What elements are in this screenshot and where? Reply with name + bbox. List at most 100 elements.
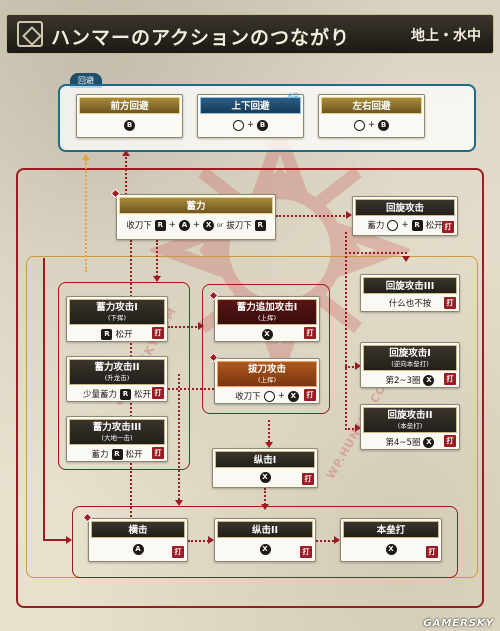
x-button-icon: X: [203, 219, 215, 231]
underwater-note: 水中: [286, 93, 299, 100]
strike-badge: 打: [444, 297, 456, 309]
front-evade-card: 前方回避 B: [76, 94, 183, 138]
subtitle: (升龙击): [104, 374, 130, 382]
spin-attack-3-card: 回旋攻击III 什么也不按 打: [360, 274, 460, 312]
charge-down-link: [156, 240, 158, 280]
side-vert2-link: [188, 540, 212, 542]
c2-add-link: [168, 388, 214, 390]
spin-attack-title: 回旋攻击: [355, 199, 455, 216]
plus-sign: +: [168, 220, 176, 230]
arrow-right-icon: [346, 211, 352, 219]
arrow-up-icon: [122, 150, 130, 156]
r-button-icon: R: [111, 448, 123, 460]
charge-followup-card: 蓄力追加攻击I(上挥) X 打: [214, 296, 320, 342]
spin1-link: [345, 366, 357, 368]
spin2-link: [345, 428, 357, 430]
charge-title: 蓄力: [119, 197, 273, 214]
no-input-label: 什么也不按: [388, 299, 432, 309]
subtitle: (大地一击): [101, 434, 133, 442]
title-text: 蓄力攻击I: [96, 302, 138, 313]
left-stick-icon: [387, 219, 399, 231]
leftright-evade-title: 左右回避: [321, 97, 422, 114]
arrow-down-icon: [261, 504, 269, 510]
release-label: 松开: [125, 450, 143, 460]
homerun-title: 本垒打: [343, 521, 439, 538]
x-button-icon: X: [259, 471, 271, 483]
spin-attack-2-card: 回旋攻击II(本垒打) 第4~5圈 X 打: [360, 404, 460, 450]
subtitle: (下挥): [107, 314, 127, 322]
plus-sign: +: [192, 220, 201, 230]
subtitle: (逆向本垒打): [391, 360, 429, 368]
plus-sign: +: [277, 391, 285, 401]
release-label: 松开: [134, 390, 152, 400]
vert2-homerun-link: [316, 540, 338, 542]
charge-attack-group: [58, 282, 190, 470]
x-button-icon: X: [259, 543, 271, 555]
title-text: 回旋攻击II: [387, 410, 433, 421]
x-button-icon: X: [423, 374, 435, 386]
vertical-1-title: 纵击I: [215, 451, 315, 468]
plus-sign: +: [367, 120, 376, 130]
arrow-up-icon: [82, 154, 90, 160]
subtitle: (上挥): [257, 376, 277, 384]
site-footer-logo: GAMERSKY: [423, 618, 494, 629]
front-evade-title: 前方回避: [79, 97, 180, 114]
charge-attack-2-card: 蓄力攻击II(升龙击) 少量蓄力 R 松开 打: [66, 356, 168, 402]
charge-attack-3-title: 蓄力攻击III(大地一击): [69, 419, 165, 445]
ground-combo-frame: [16, 168, 484, 608]
left-stick-icon: [232, 119, 244, 131]
charge-evade-link: [125, 154, 127, 198]
x-button-icon: X: [287, 390, 299, 402]
a-button-icon: A: [132, 543, 144, 555]
title-text: 蓄力追加攻击I: [236, 302, 298, 313]
strike-badge: 打: [304, 389, 316, 401]
a-button-icon: A: [178, 219, 190, 231]
arrow-right-icon: [355, 362, 361, 370]
strike-badge: 打: [172, 546, 184, 558]
x-button-icon: X: [261, 328, 273, 340]
charge-followup-title: 蓄力追加攻击I(上挥): [217, 299, 317, 325]
sheathed-label: 收刀下: [235, 392, 261, 402]
or-label: or: [217, 221, 224, 229]
plus-sign: +: [401, 220, 409, 230]
spin3-link: [345, 252, 407, 254]
spin-trunk-link: [345, 232, 347, 430]
vertical-1-card: 纵击I X 打: [212, 448, 318, 488]
r-button-icon: R: [411, 219, 423, 231]
hammer-logo-icon: [17, 21, 43, 47]
vertical-2-card: 纵击II X 打: [214, 518, 316, 562]
charge-attack-1-card: 蓄力攻击I(下挥) R 松开 打: [66, 296, 168, 342]
release-label: 松开: [425, 221, 443, 231]
strike-badge: 打: [444, 373, 456, 385]
title-text: 蓄力攻击II: [94, 362, 140, 373]
x-button-icon: X: [385, 543, 397, 555]
b-button-icon: B: [378, 119, 390, 131]
strike-badge: 打: [426, 546, 438, 558]
turns-label: 第2~3圈: [385, 376, 421, 386]
title-text: 蓄力攻击III: [92, 422, 142, 433]
page-header: ハンマーのアクションのつながり 地上・水中: [6, 14, 494, 54]
spin-attack-1-title: 回旋攻击I(逆向本垒打): [363, 345, 457, 371]
draw-attack-title: 拔刀攻击(上挥): [217, 361, 317, 387]
side-attack-card: 横击 A 打: [88, 518, 188, 562]
arrow-right-icon: [208, 536, 214, 544]
arrow-down-icon: [402, 256, 410, 262]
leftright-evade-card: 左右回避 + B: [318, 94, 425, 138]
draw-attack-group: [202, 284, 330, 414]
environment-label: 地上・水中: [411, 28, 481, 44]
arrow-right-icon: [198, 322, 204, 330]
strike-badge: 打: [300, 546, 312, 558]
r-button-icon: R: [254, 219, 266, 231]
subtitle: (本垒打): [397, 422, 423, 430]
updown-evade-card: 上下回避 + B 水中: [197, 93, 304, 138]
left-stick-icon: [263, 390, 275, 402]
arrow-right-icon: [355, 424, 361, 432]
arrow-down-icon: [153, 276, 161, 282]
strike-badge: 打: [442, 221, 454, 233]
draw-vert-link: [268, 420, 270, 446]
b-button-icon: B: [257, 119, 269, 131]
vertical-2-title: 纵击II: [217, 521, 313, 538]
charge-attack-2-title: 蓄力攻击II(升龙击): [69, 359, 165, 385]
sheathed-label: 收刀下: [126, 221, 152, 231]
